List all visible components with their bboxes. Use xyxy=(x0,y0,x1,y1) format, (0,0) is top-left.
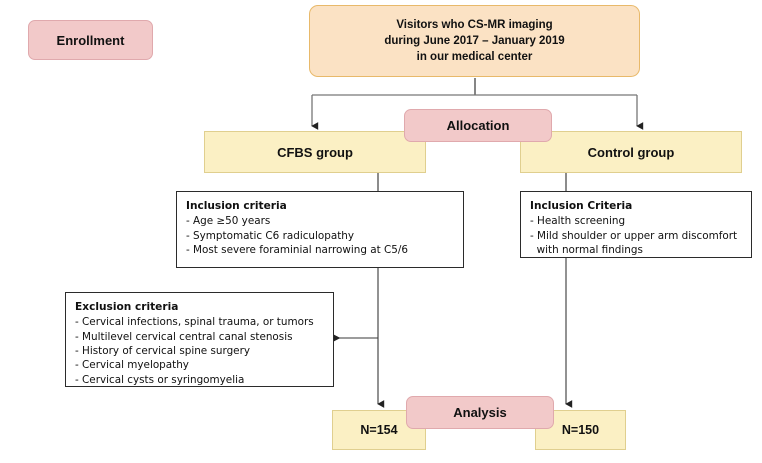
analysis-label: Analysis xyxy=(453,405,507,420)
exclusion-title: Exclusion criteria xyxy=(75,301,179,313)
enrollment-label: Enrollment xyxy=(56,32,125,48)
group-box-control: Control group xyxy=(520,131,742,173)
list-item: - Cervical infections, spinal trauma, or… xyxy=(75,316,314,329)
inclusion-left-title: Inclusion criteria xyxy=(186,200,287,212)
stage-label-enrollment: Enrollment xyxy=(28,20,153,60)
exclusion-criteria-box: Exclusion criteria - Cervical infections… xyxy=(65,292,334,387)
inclusion-right-title: Inclusion Criteria xyxy=(530,200,633,212)
inclusion-left-list: - Age ≥50 years - Symptomatic C6 radicul… xyxy=(186,214,454,257)
source-line-3: in our medical center xyxy=(416,51,533,64)
exclusion-list: - Cervical infections, spinal trauma, or… xyxy=(75,315,324,387)
list-item: - Mild shoulder or upper arm discomfort xyxy=(530,229,738,242)
inclusion-criteria-box-cfbs: Inclusion criteria - Age ≥50 years - Sym… xyxy=(176,191,464,268)
list-item: - Cervical cysts or syringomyelia xyxy=(75,373,245,386)
list-item: with normal findings xyxy=(530,244,643,257)
stage-label-allocation: Allocation xyxy=(404,109,552,142)
connector-left-to-analysis xyxy=(333,268,385,408)
list-item: - Most severe foraminial narrowing at C5… xyxy=(186,244,408,257)
list-item: - Health screening xyxy=(530,215,626,228)
list-item: - History of cervical spine surgery xyxy=(75,345,250,358)
source-population-box: Visitors who CS-MR imaging during June 2… xyxy=(309,5,640,77)
list-item: - Cervical myelopathy xyxy=(75,359,189,372)
allocation-label: Allocation xyxy=(446,118,510,133)
stage-label-analysis: Analysis xyxy=(406,396,554,429)
list-item: - Symptomatic C6 radiculopathy xyxy=(186,229,355,242)
source-line-2: during June 2017 – January 2019 xyxy=(384,34,565,47)
inclusion-criteria-box-control: Inclusion Criteria - Health screening - … xyxy=(520,191,752,258)
list-item: - Multilevel cervical central canal sten… xyxy=(75,330,293,343)
list-item: - Age ≥50 years xyxy=(186,215,271,228)
source-line-1: Visitors who CS-MR imaging xyxy=(396,18,553,31)
cfbs-count-label: N=154 xyxy=(360,423,398,437)
control-group-label: Control group xyxy=(587,144,675,160)
inclusion-right-list: - Health screening - Mild shoulder or up… xyxy=(530,214,742,257)
group-box-cfbs: CFBS group xyxy=(204,131,426,173)
control-count-label: N=150 xyxy=(561,423,600,437)
count-box-control: N=150 xyxy=(535,410,626,450)
cfbs-group-label: CFBS group xyxy=(277,144,353,160)
